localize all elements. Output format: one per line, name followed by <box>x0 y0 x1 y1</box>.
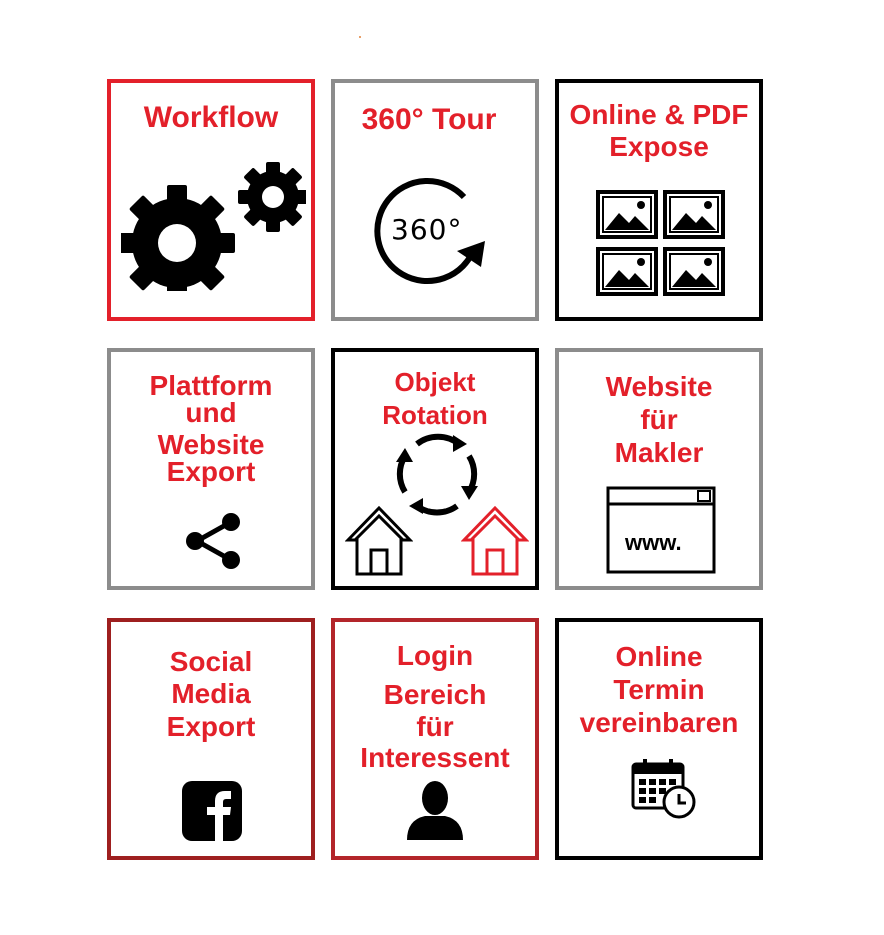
house-icon <box>345 505 413 576</box>
stray-pixel <box>359 36 361 38</box>
title-line: vereinbaren <box>579 707 739 739</box>
tile-title: Objekt Rotation <box>335 366 535 431</box>
title-line: Bereich <box>383 679 487 711</box>
title-line: 360° Tour <box>361 103 497 136</box>
title-line: Plattform <box>149 370 273 401</box>
title-line: und <box>185 397 237 429</box>
house-icon <box>461 505 529 576</box>
title-line: Export <box>166 710 256 742</box>
tile-title: Plattform und Website Export <box>111 370 311 488</box>
rotation-arrows-icon <box>396 433 478 516</box>
tile-website-makler[interactable]: Website für Makler www. <box>555 348 763 590</box>
calendar-clock-icon <box>631 759 696 819</box>
tile-online-expose[interactable]: Online & PDF Expose <box>555 79 763 321</box>
tile-title: Online & PDF Expose <box>559 101 759 161</box>
title-line: Online <box>615 641 703 672</box>
title-line: Website <box>605 371 713 402</box>
title-line: Expose <box>609 131 709 162</box>
rotate-360-icon <box>374 178 485 284</box>
title-line: Interessent <box>360 742 510 774</box>
title-line: Media <box>171 678 251 710</box>
title-line: Social <box>169 646 253 677</box>
title-line: Makler <box>614 437 704 469</box>
tile-title: 360° Tour <box>323 105 535 135</box>
gear-icon <box>121 162 306 291</box>
facebook-icon <box>182 781 242 841</box>
browser-window-icon <box>606 486 716 574</box>
tile-title: Social Media Export <box>111 646 311 743</box>
title-line: für <box>416 710 454 742</box>
tile-plattform-export[interactable]: Plattform und Website Export <box>107 348 315 590</box>
www-label: www. <box>625 530 682 555</box>
image-gallery-icon <box>596 190 725 296</box>
tile-title: Login Bereich für Interessent <box>335 640 535 773</box>
title-line: für <box>640 404 678 436</box>
tile-title: Website für Makler <box>559 370 759 469</box>
tile-title: Workflow <box>111 103 311 133</box>
tile-objekt-rotation[interactable]: Objekt Rotation <box>331 348 539 590</box>
title-line: Termin <box>613 674 705 706</box>
title-line: Login <box>396 640 474 671</box>
share-icon <box>186 513 240 569</box>
title-line: Workflow <box>143 101 279 134</box>
title-line: Online & PDF <box>569 99 749 130</box>
tile-social-media[interactable]: Social Media Export <box>107 618 315 860</box>
title-line: Objekt <box>394 367 476 397</box>
title-line: Rotation <box>382 399 488 430</box>
360-label: 360° <box>391 213 463 246</box>
tile-360-tour[interactable]: 360° Tour 360° <box>331 79 539 321</box>
title-line: Website <box>157 428 265 460</box>
tile-online-termin[interactable]: Online Termin vereinbaren <box>555 618 763 860</box>
tile-title: Online Termin vereinbaren <box>559 640 759 739</box>
user-silhouette-icon <box>407 781 463 840</box>
tile-login-bereich[interactable]: Login Bereich für Interessent <box>331 618 539 860</box>
title-line: Export <box>166 456 256 488</box>
tile-workflow[interactable]: Workflow <box>107 79 315 321</box>
